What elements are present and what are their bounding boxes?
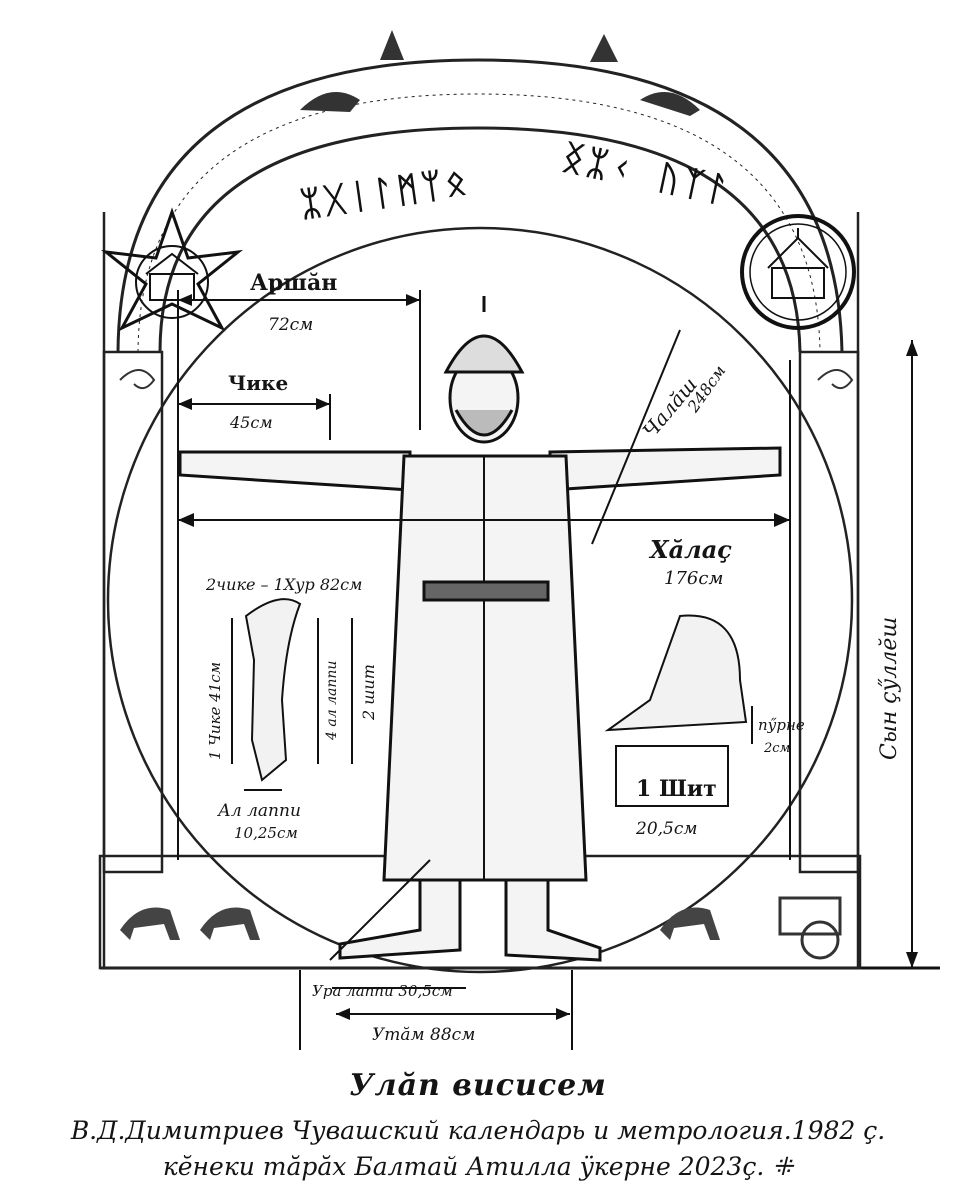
star-emblem-icon [100, 207, 244, 332]
label-chike: Чике [228, 371, 288, 395]
runic-inscription-right: ᛝᛯᚲ ᚢᛉᛚ [559, 137, 734, 212]
arch-top-figures [300, 30, 700, 116]
label-al-lappi: Ал лаппи [217, 801, 301, 821]
dimension-arrows [178, 294, 918, 1020]
arch [116, 58, 844, 353]
label-arshan: Аршăн [250, 270, 337, 296]
label-halach: Хăлаç [648, 535, 732, 564]
horsemen-band [120, 896, 842, 960]
label-al-lappi-4: 4 ал лаппи [324, 661, 340, 741]
label-utam: Утăм 88см [372, 1025, 475, 1045]
label-shit-1: 1 Шит [636, 776, 717, 802]
label-halach-value: 176см [664, 568, 723, 589]
figure-arms [178, 450, 412, 492]
label-al-lappi-value: 10,25см [234, 824, 298, 842]
vitruvian-circle [106, 226, 854, 974]
caption-source: В.Д.Димитриев Чувашский календарь и метр… [70, 1116, 886, 1145]
label-ura-lappi: Ура лаппи 30,5см [312, 982, 453, 1000]
pillar-ornaments [119, 369, 854, 390]
label-arshan-value: 72см [268, 315, 313, 335]
label-chike-value: 45см [229, 413, 273, 432]
vitruvian-drawing: ᛯᚷᛁᛚᛗᛘᛟ ᛝᛯᚲ ᚢᛉᛚ [98, 30, 940, 1050]
label-shit-1-value: 20,5см [635, 819, 697, 839]
caption-credit: кĕнеки тăрăх Балтай Атилла ÿкерне 2023ç.… [162, 1152, 794, 1181]
figure [178, 296, 782, 962]
label-chike-hur: 2чике – 1Хур 82см [205, 575, 362, 594]
label-chike-1: 1 Чике 41см [206, 662, 224, 760]
figure-hat [443, 334, 525, 374]
figure-legs [338, 878, 462, 960]
caption-title: Улăп висисем [349, 1068, 607, 1103]
runic-inscription-left: ᛯᚷᛁᛚᛗᛘᛟ [298, 162, 473, 225]
label-purne-value: 2см [763, 741, 790, 756]
label-syn-sullesh: Сын çӳллĕш [877, 617, 902, 760]
temple-emblem-icon [740, 214, 856, 330]
dimension-lines [177, 290, 913, 1050]
label-purne: пӳрне [758, 716, 805, 734]
arm-inset [231, 598, 353, 791]
hand-inset [604, 614, 753, 807]
label-shit-2: 2 шит [359, 664, 378, 721]
